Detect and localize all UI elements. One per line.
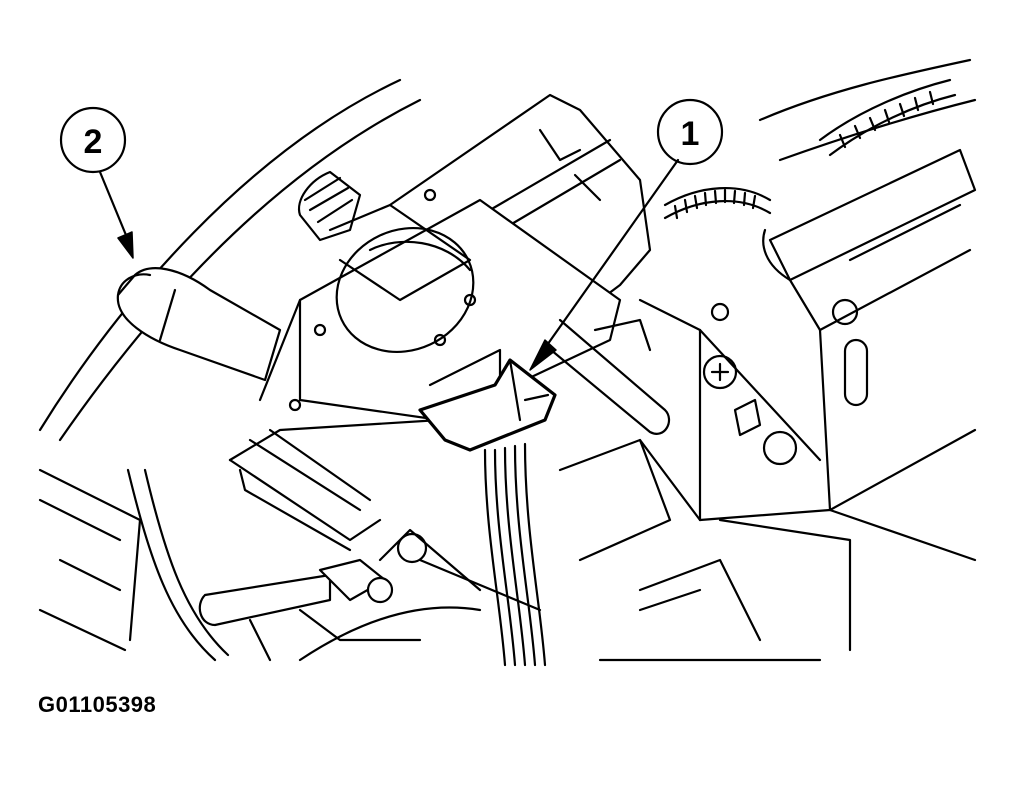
callout-1-label: 1	[681, 115, 700, 153]
callout-2	[59, 106, 134, 259]
dash-contour-lines	[38, 58, 977, 662]
tilt-lever	[198, 528, 542, 662]
wire-harness	[483, 442, 547, 667]
switch-housing	[228, 93, 652, 552]
callout-2-label: 2	[84, 123, 103, 161]
wiper-stalk	[543, 318, 671, 435]
electrical-connector	[418, 358, 557, 452]
figure-code: G01105398	[38, 692, 157, 717]
gauge-scale	[663, 78, 957, 220]
column-housing	[558, 148, 977, 652]
callout-1	[529, 98, 724, 371]
multifunction-lever	[116, 170, 472, 382]
